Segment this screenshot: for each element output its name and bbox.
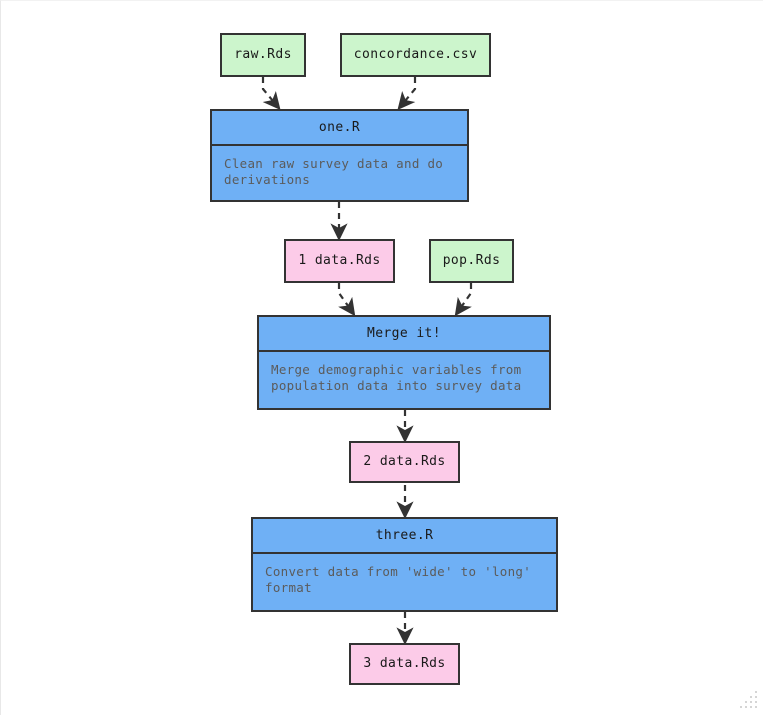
process-description: Clean raw survey data and do derivations xyxy=(224,156,444,187)
node-raw-rds[interactable]: raw.Rds xyxy=(220,33,306,77)
edge-concordance-to-one xyxy=(397,77,417,111)
process-header: three.R xyxy=(253,519,556,554)
resize-grip-icon[interactable] xyxy=(735,687,761,713)
process-title: three.R xyxy=(375,528,434,543)
node-label: pop.Rds xyxy=(442,253,501,269)
node-label: 1 data.Rds xyxy=(298,253,381,269)
process-description: Merge demographic variables from populat… xyxy=(271,362,522,393)
node-label: raw.Rds xyxy=(234,47,292,63)
node-3-data-rds[interactable]: 3 data.Rds xyxy=(349,643,460,685)
node-pop-rds[interactable]: pop.Rds xyxy=(429,239,514,283)
process-title: one.R xyxy=(318,120,361,135)
process-title: Merge it! xyxy=(366,326,442,341)
node-2-data-rds[interactable]: 2 data.Rds xyxy=(349,441,460,483)
edge-raw-to-one xyxy=(261,77,281,111)
node-one-r[interactable]: one.R Clean raw survey data and do deriv… xyxy=(210,109,469,202)
node-1-data-rds[interactable]: 1 data.Rds xyxy=(284,239,395,283)
node-label: 2 data.Rds xyxy=(363,454,446,470)
node-concordance-csv[interactable]: concordance.csv xyxy=(340,33,491,77)
edge-pop-to-merge xyxy=(454,283,473,317)
node-label: 3 data.Rds xyxy=(363,656,446,672)
process-body: Clean raw survey data and do derivations xyxy=(212,146,467,200)
node-merge-it[interactable]: Merge it! Merge demographic variables fr… xyxy=(257,315,551,410)
process-body: Merge demographic variables from populat… xyxy=(259,352,549,408)
process-body: Convert data from 'wide' to 'long' forma… xyxy=(253,554,556,610)
node-label: concordance.csv xyxy=(353,47,478,63)
process-header: one.R xyxy=(212,111,467,146)
process-header: Merge it! xyxy=(259,317,549,352)
process-description: Convert data from 'wide' to 'long' forma… xyxy=(265,564,532,595)
node-three-r[interactable]: three.R Convert data from 'wide' to 'lon… xyxy=(251,517,558,612)
edge-data1-to-merge xyxy=(337,283,356,317)
